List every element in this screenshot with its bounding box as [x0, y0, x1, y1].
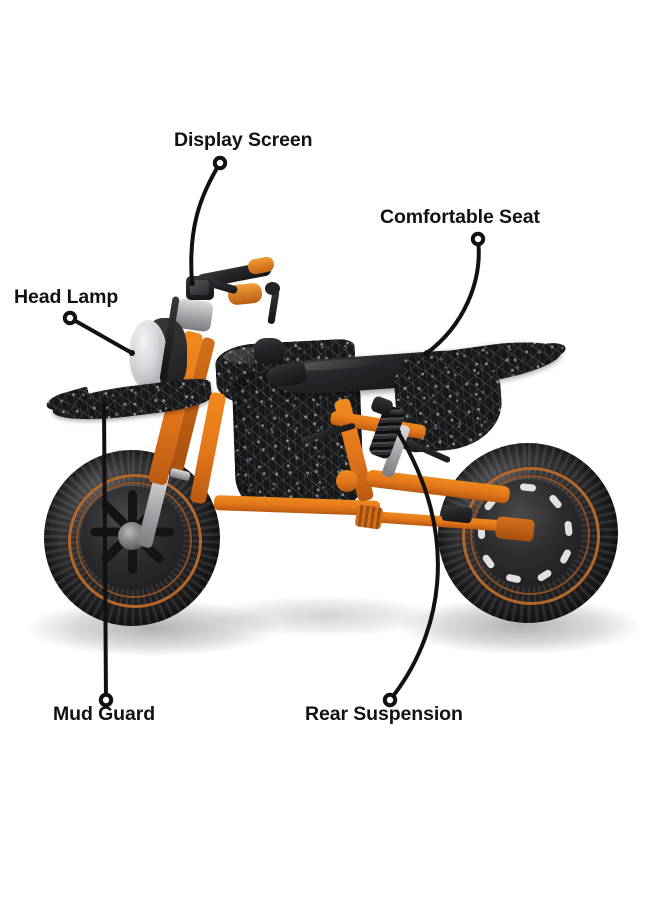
display-screen-face: [190, 280, 209, 295]
callout-label-comfortable-seat: Comfortable Seat: [380, 206, 540, 228]
front-wheel-spoke: [128, 490, 137, 532]
callout-label-display-screen: Display Screen: [174, 129, 313, 151]
center-shadow: [210, 596, 440, 636]
callout-label-head-lamp: Head Lamp: [14, 286, 119, 308]
handlebar-grip-left: [246, 255, 276, 276]
ignition-key-fob: [265, 282, 280, 295]
frame-pivot-boss: [336, 470, 358, 492]
rear-hub-slot: [564, 520, 573, 537]
callout-label-mud-guard: Mud Guard: [53, 703, 156, 725]
rear-brake-caliper: [441, 504, 473, 524]
fuel-cap-cover: [254, 338, 284, 364]
front-rim-pinstripe: [68, 474, 202, 608]
rear-rim-pinstripe-inner: [470, 475, 590, 595]
front-rim-pinstripe-inner: [76, 482, 192, 598]
rear-axle-bracket: [494, 516, 536, 542]
rear-rim-pinstripe: [462, 467, 600, 605]
footpeg: [354, 504, 384, 530]
callout-label-rear-suspension: Rear Suspension: [305, 703, 463, 725]
